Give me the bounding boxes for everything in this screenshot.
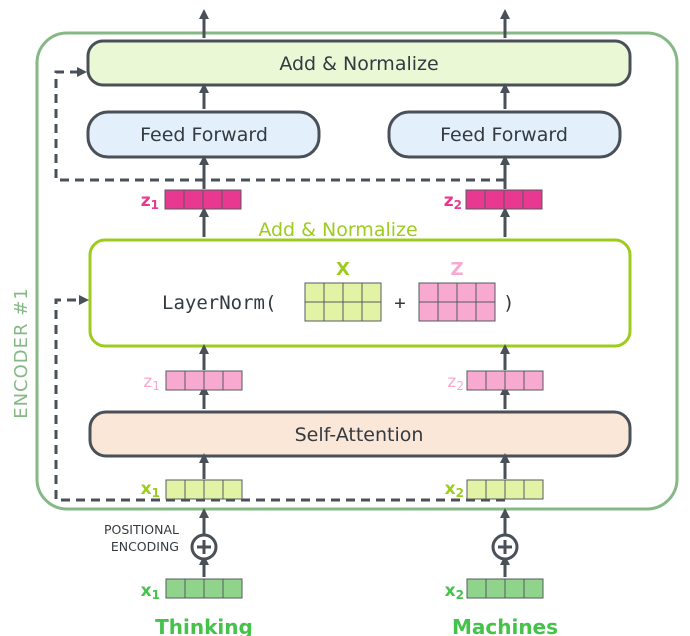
add-normalize-top-label: Add & Normalize	[279, 53, 438, 75]
vector-z-mid-left-cell-0	[165, 370, 186, 391]
add-normalize-mid-title: Add & Normalize	[258, 219, 417, 241]
vector-x-enc-right-cell-3	[523, 479, 544, 500]
vector-z-top-right-cell-0	[465, 189, 486, 210]
vector-z-mid-right-cell-3	[523, 370, 544, 391]
encoder-label: ENCODER #1	[11, 287, 32, 419]
vector-x-enc-left-cell-1	[184, 479, 205, 500]
positional-encoding-line1: POSITIONAL	[104, 522, 179, 537]
vector-x-in-left-cell-2	[203, 578, 224, 599]
vector-x-in-left-cell-0	[165, 578, 186, 599]
matrix-z-cell-1-0	[418, 301, 439, 322]
vector-label-x-in-right: x2	[445, 581, 464, 602]
layernorm-suffix: )	[503, 292, 514, 314]
vector-z-top-right-cell-1	[484, 189, 505, 210]
vector-z-mid-left-cell-3	[222, 370, 243, 391]
matrix-z-cell-0-3	[475, 282, 496, 303]
vector-z-top-left-cell-0	[164, 189, 185, 210]
x-matrix-label: X	[336, 259, 350, 280]
matrix-z-cell-1-3	[475, 301, 496, 322]
vector-x-enc-right-cell-0	[466, 479, 487, 500]
matrix-x-cell-0-2	[342, 282, 363, 303]
word-machines: Machines	[452, 615, 558, 636]
self-attention-label: Self-Attention	[295, 424, 424, 446]
feed-forward-left-label: Feed Forward	[140, 124, 268, 146]
matrix-x-cell-0-1	[323, 282, 344, 303]
matrix-z-cell-1-2	[456, 301, 477, 322]
vector-x-enc-right-cell-2	[504, 479, 525, 500]
vector-x-in-left-cell-3	[222, 578, 243, 599]
matrix-x-cell-0-3	[361, 282, 382, 303]
matrix-z-cell-1-1	[437, 301, 458, 322]
vector-z-mid-left-cell-2	[203, 370, 224, 391]
plus-sign: +	[394, 292, 405, 314]
vector-x-in-left-cell-1	[184, 578, 205, 599]
vector-label-x-enc-left: x1	[141, 479, 160, 500]
vector-z-top-left-cell-1	[183, 189, 204, 210]
vector-x-enc-right-cell-1	[485, 479, 506, 500]
vector-x-enc-left-cell-0	[165, 479, 186, 500]
vector-x-enc-left-cell-2	[203, 479, 224, 500]
vector-label-z-top-left: z1	[141, 191, 159, 212]
vector-label-x-in-left: x1	[141, 581, 160, 602]
z-matrix-label: Z	[450, 259, 463, 280]
matrix-x-cell-1-0	[304, 301, 325, 322]
feed-forward-right-label: Feed Forward	[440, 124, 568, 146]
vector-z-mid-right-cell-0	[466, 370, 487, 391]
vector-z-mid-left-cell-1	[184, 370, 205, 391]
vector-z-top-left-cell-2	[202, 189, 223, 210]
add-normalize-top-box	[86, 39, 632, 87]
residual-arrow-bottom	[54, 295, 505, 502]
matrix-x-cell-1-1	[323, 301, 344, 322]
vector-label-z-top-right: z2	[444, 191, 462, 212]
matrix-z-cell-0-0	[418, 282, 439, 303]
matrix-x-cell-1-2	[342, 301, 363, 322]
vector-z-top-right-cell-3	[522, 189, 543, 210]
vector-x-in-right-cell-3	[523, 578, 544, 599]
vector-x-enc-left-cell-3	[222, 479, 243, 500]
vector-x-in-right-cell-0	[466, 578, 487, 599]
residual-arrow-top	[54, 67, 204, 182]
matrix-z-cell-0-1	[437, 282, 458, 303]
vector-z-mid-right-cell-1	[485, 370, 506, 391]
vector-x-in-right-cell-1	[485, 578, 506, 599]
vector-z-top-right-cell-2	[503, 189, 524, 210]
matrix-x-cell-1-3	[361, 301, 382, 322]
vector-label-x-enc-right: x2	[445, 479, 464, 500]
vector-label-z-mid-right: z2	[447, 372, 464, 393]
encoder-frame	[35, 31, 679, 511]
vector-z-mid-right-cell-2	[504, 370, 525, 391]
word-thinking: Thinking	[155, 615, 253, 636]
self-attention-box	[88, 410, 632, 458]
vector-label-z-mid-left: z1	[143, 372, 160, 393]
layernorm-prefix: LayerNorm(	[162, 292, 276, 314]
matrix-x-cell-0-0	[304, 282, 325, 303]
vector-x-in-right-cell-2	[504, 578, 525, 599]
matrix-z-cell-0-2	[456, 282, 477, 303]
vector-z-top-left-cell-3	[221, 189, 242, 210]
positional-encoding-line2: ENCODING	[111, 539, 179, 554]
